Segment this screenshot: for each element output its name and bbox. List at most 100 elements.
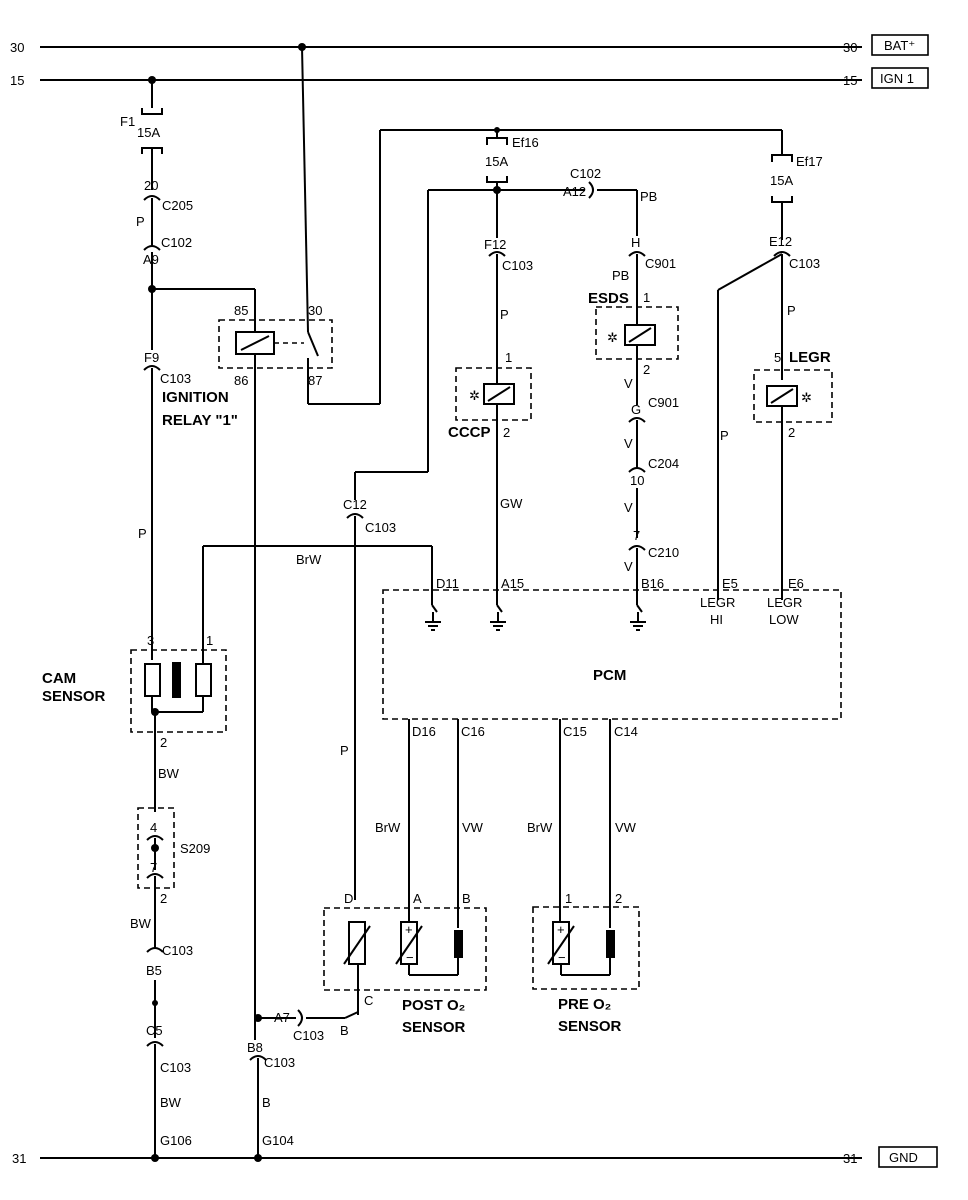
wire-b-1: B (340, 1023, 349, 1038)
conn-c103-a7-label: C103 (293, 1028, 324, 1043)
splice-pin-7: 7 (150, 860, 157, 875)
cccp-diode-icon: ✲ (469, 388, 480, 403)
connector-a7-symbol (297, 1009, 303, 1027)
cam-pin-1: 1 (206, 633, 213, 648)
ignition-rail: 15 15 IGN 1 (10, 67, 929, 89)
wire-p-c12: P (340, 743, 349, 758)
conn-f9-pin: F9 (144, 350, 159, 365)
post-o2-sensor: D A B + − C B POST O₂ SENSOR (306, 891, 487, 1038)
connector-c103-f9-symbol (143, 365, 161, 371)
bat-tag-label: BAT⁺ (884, 38, 915, 53)
splice-s209-label: S209 (180, 841, 210, 856)
cam-sensor-magnet (172, 662, 181, 698)
wire-brw-c15: BrW (527, 820, 553, 835)
pcm-pin-a15: A15 (501, 576, 524, 591)
relay-pin-85: 85 (234, 303, 248, 318)
ground-g104-dot (254, 1154, 262, 1162)
fuse-ef17: Ef17 15A (770, 154, 823, 203)
esds-diode-icon: ✲ (607, 330, 618, 345)
esds-pin-2: 2 (643, 362, 650, 377)
post-o2-ground-element (454, 930, 463, 958)
pcm-pin-e5: E5 (722, 576, 738, 591)
pcm-e5-label-1: LEGR (700, 595, 735, 610)
pcm-b16-ground-icon (630, 621, 646, 631)
conn-g-pin: G (631, 402, 641, 417)
post-o2-pin-a: A (413, 891, 422, 906)
conn-c103-b8-label: C103 (264, 1055, 295, 1070)
fuse-ef16-name: Ef16 (512, 135, 539, 150)
connector-mate-dot (152, 1000, 158, 1006)
relay-label-1: IGNITION (162, 389, 229, 406)
pcm-e6-label-2: LOW (769, 612, 799, 627)
fuse-ef17-rating: 15A (770, 173, 793, 188)
pre-o2-box (532, 906, 640, 990)
cam-label-1: CAM (42, 670, 76, 687)
pcm-pin-d11: D11 (436, 576, 459, 591)
conn-c210-label: C210 (648, 545, 679, 560)
pcm-pin-c16: C16 (461, 724, 485, 739)
connector-c103-c5-symbol (146, 1041, 164, 1047)
pre-o2-plus-icon: + (557, 922, 565, 937)
wire-brw-d16: BrW (375, 820, 401, 835)
ground-g106-label: G106 (160, 1133, 192, 1148)
cam-sensor-box (130, 649, 227, 733)
conn-h-pin: H (631, 235, 640, 250)
wire-bw-1: BW (158, 766, 180, 781)
legr-diode-icon: ✲ (801, 390, 812, 405)
cccp-solenoid: 1 ✲ CCCP 2 (448, 350, 532, 441)
conn-10-pin: 10 (630, 473, 644, 488)
cam-pin-3: 3 (147, 633, 154, 648)
post-o2-plus-icon: + (405, 922, 413, 937)
wire-p-2: P (138, 526, 147, 541)
pcm-pin-e6: E6 (788, 576, 804, 591)
conn-c901-g-label: C901 (648, 395, 679, 410)
post-o2-heater-element (348, 921, 366, 965)
fuse-ef16-rating: 15A (485, 154, 508, 169)
pcm-module: PCM D11 A15 B16 E5 LEGR HI E6 LEGR LOW D… (382, 576, 842, 739)
post-o2-minus-icon: − (406, 950, 414, 965)
fuse-ef16: Ef16 15A (485, 130, 539, 183)
pre-o2-label-2: SENSOR (558, 1018, 622, 1035)
esds-pin-1: 1 (643, 290, 650, 305)
wire-pb-1: PB (640, 189, 657, 204)
connector-c102-symbol (143, 245, 161, 251)
pcm-pin-c15: C15 (563, 724, 587, 739)
pcm-e6-label-1: LEGR (767, 595, 802, 610)
connector-c205-symbol (143, 195, 161, 201)
conn-c103-c5-label: C103 (160, 1060, 191, 1075)
ground-g104-label: G104 (262, 1133, 294, 1148)
legr-pin-2: 2 (788, 425, 795, 440)
wire-v-2: V (624, 436, 633, 451)
conn-c103-e12-label: C103 (789, 256, 820, 271)
fuse-ef17-name: Ef17 (796, 154, 823, 169)
wire-bw-3: BW (160, 1095, 182, 1110)
conn-a7-pin: A7 (274, 1010, 290, 1025)
pcm-pin-b16: B16 (641, 576, 664, 591)
cam-label-2: SENSOR (42, 688, 106, 705)
conn-7-pin: 7 (633, 528, 640, 543)
connector-c204-symbol (628, 467, 646, 473)
pre-o2-sensor: 1 2 + − PRE O₂ SENSOR (532, 891, 640, 1035)
conn-b8-pin: B8 (247, 1040, 263, 1055)
conn-f12-pin: F12 (484, 237, 506, 252)
connector-c901-g-symbol (628, 417, 646, 423)
pcm-e5-label-2: HI (710, 612, 723, 627)
connector-a12-symbol (588, 181, 594, 199)
bat-tag-box (871, 34, 929, 56)
pcm-pin-d16: D16 (412, 724, 436, 739)
cam-sensor-element-left (144, 663, 161, 697)
splice-dot (151, 844, 159, 852)
wire-p-f12: P (500, 307, 509, 322)
connector-c901-h-symbol (628, 251, 646, 257)
conn-e12-pin: E12 (769, 234, 792, 249)
cam-sensor: 3 1 CAM SENSOR 2 (42, 546, 227, 750)
pcm-pin-c14: C14 (614, 724, 638, 739)
post-o2-pin-b: B (462, 891, 471, 906)
ign-tag-box (871, 67, 929, 89)
fuse-f1-rating: 15A (137, 125, 160, 140)
fuse-f1: F1 15A (120, 108, 163, 154)
conn-c103-b5-label: C103 (162, 943, 193, 958)
cccp-label: CCCP (448, 424, 491, 441)
pre-o2-minus-icon: − (558, 950, 566, 965)
